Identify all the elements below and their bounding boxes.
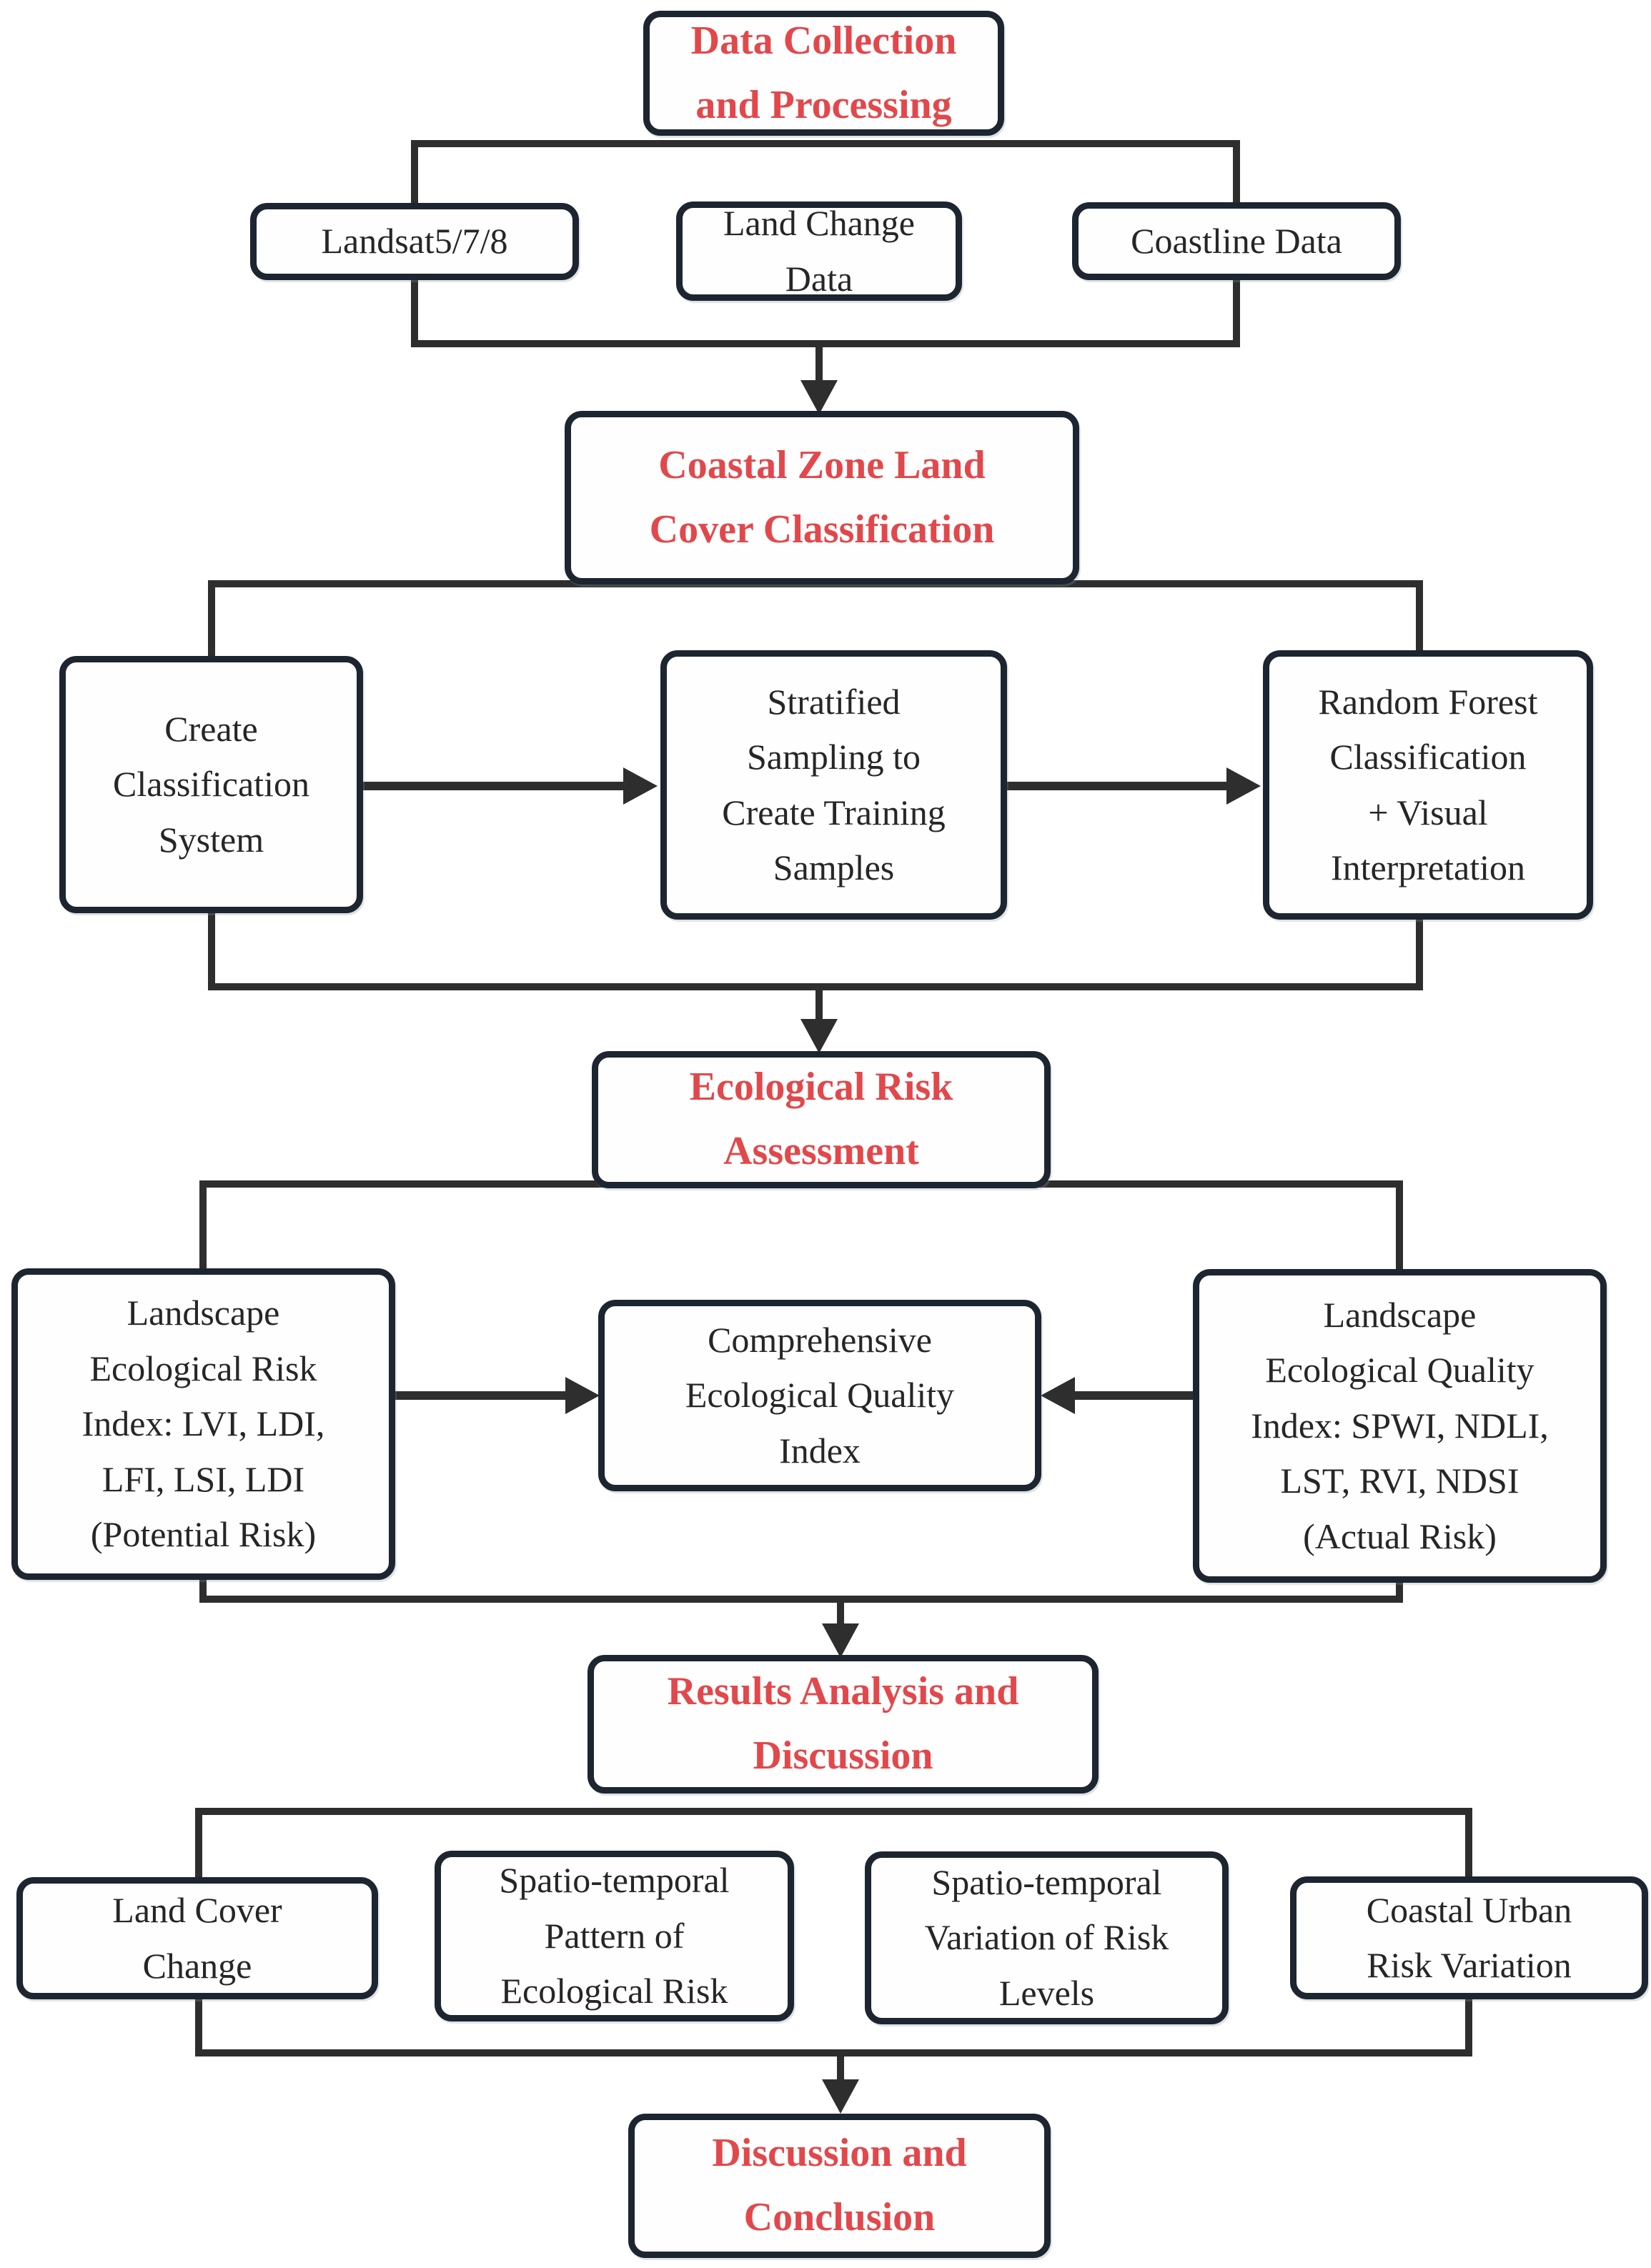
rail-top-branch-1 <box>411 140 1240 147</box>
stage-data-collection-label: Data Collection and Processing <box>690 18 957 127</box>
arrow-quality-to-comprehensive-shaft <box>1074 1391 1193 1400</box>
node-create-classification-system: Create Classification System <box>59 656 363 913</box>
node-landsat-label: Landsat5/7/8 <box>321 221 508 262</box>
node-land-cover-change-label: Land Cover Change <box>112 1890 282 1986</box>
node-coastline-data: Coastline Data <box>1072 202 1401 280</box>
node-comprehensive-quality-index: Comprehensive Ecological Quality Index <box>598 1300 1041 1491</box>
arrow-right-icon-2 <box>1226 767 1261 805</box>
node-coastal-urban-risk: Coastal Urban Risk Variation <box>1290 1876 1648 1999</box>
rail-branch-4 <box>195 1808 1472 1815</box>
node-stratified-sampling-label: Stratified Sampling to Create Training S… <box>722 681 946 888</box>
node-random-forest-label: Random Forest Classification + Visual In… <box>1318 681 1538 888</box>
arrow-right-icon-3 <box>565 1377 600 1414</box>
node-land-cover-change: Land Cover Change <box>16 1877 378 1999</box>
arrow-down-icon-3 <box>822 1623 859 1658</box>
node-coastal-urban-risk-label: Coastal Urban Risk Variation <box>1366 1889 1572 1986</box>
node-land-change-data: Land Change Data <box>676 202 962 301</box>
stage-ecological-risk-assessment-label: Ecological Risk Assessment <box>689 1065 953 1173</box>
arrow-down-icon-2 <box>800 1019 838 1053</box>
node-landscape-quality-index-label: Landscape Ecological Quality Index: SPWI… <box>1251 1294 1549 1556</box>
node-land-change-data-label: Land Change Data <box>723 203 915 299</box>
rail-merge-3 <box>199 1596 1403 1603</box>
stem-to-coastal-zone <box>815 347 823 384</box>
node-landscape-quality-index: Landscape Ecological Quality Index: SPWI… <box>1193 1269 1607 1583</box>
node-spatiotemporal-variation-label: Spatio-temporal Variation of Risk Levels <box>924 1861 1169 2013</box>
arrow-left-icon-1 <box>1041 1377 1075 1414</box>
stem-to-risk-assessment <box>815 990 823 1023</box>
arrow-sampling-to-forest-shaft <box>1007 782 1230 790</box>
node-spatiotemporal-pattern: Spatio-temporal Pattern of Ecological Ri… <box>435 1851 794 2021</box>
node-random-forest: Random Forest Classification + Visual In… <box>1263 650 1593 920</box>
node-comprehensive-quality-index-label: Comprehensive Ecological Quality Index <box>685 1319 955 1471</box>
stem-to-results <box>837 1603 844 1628</box>
node-coastline-data-label: Coastline Data <box>1131 220 1342 261</box>
arrow-create-to-sampling-shaft <box>363 782 628 790</box>
stage-results-analysis: Results Analysis and Discussion <box>587 1655 1099 1794</box>
node-landsat: Landsat5/7/8 <box>250 203 579 280</box>
node-landscape-risk-index-label: Landscape Ecological Risk Index: LVI, LD… <box>81 1293 325 1555</box>
arrow-right-icon-1 <box>623 767 658 805</box>
stem-to-conclusion <box>837 2056 844 2084</box>
stage-coastal-zone-classification: Coastal Zone Land Cover Classification <box>565 411 1079 585</box>
node-spatiotemporal-variation: Spatio-temporal Variation of Risk Levels <box>865 1851 1229 2024</box>
arrow-down-icon-1 <box>800 380 838 414</box>
stage-discussion-conclusion-label: Discussion and Conclusion <box>712 2131 967 2239</box>
node-spatiotemporal-pattern-label: Spatio-temporal Pattern of Ecological Ri… <box>499 1860 730 2011</box>
stage-ecological-risk-assessment: Ecological Risk Assessment <box>592 1051 1051 1188</box>
arrow-down-icon-4 <box>822 2079 859 2114</box>
stage-coastal-zone-classification-label: Coastal Zone Land Cover Classification <box>649 442 995 552</box>
stage-results-analysis-label: Results Analysis and Discussion <box>667 1669 1019 1778</box>
stage-data-collection: Data Collection and Processing <box>643 11 1004 136</box>
stage-discussion-conclusion: Discussion and Conclusion <box>628 2114 1051 2258</box>
rail-merge-4 <box>195 2049 1472 2056</box>
arrow-risk-to-comprehensive-shaft <box>395 1391 568 1400</box>
node-create-classification-system-label: Create Classification System <box>113 708 309 860</box>
node-landscape-risk-index: Landscape Ecological Risk Index: LVI, LD… <box>11 1268 395 1580</box>
rail-merge-2 <box>208 983 1423 990</box>
rail-merge-1 <box>411 340 1240 347</box>
node-stratified-sampling: Stratified Sampling to Create Training S… <box>660 650 1007 920</box>
